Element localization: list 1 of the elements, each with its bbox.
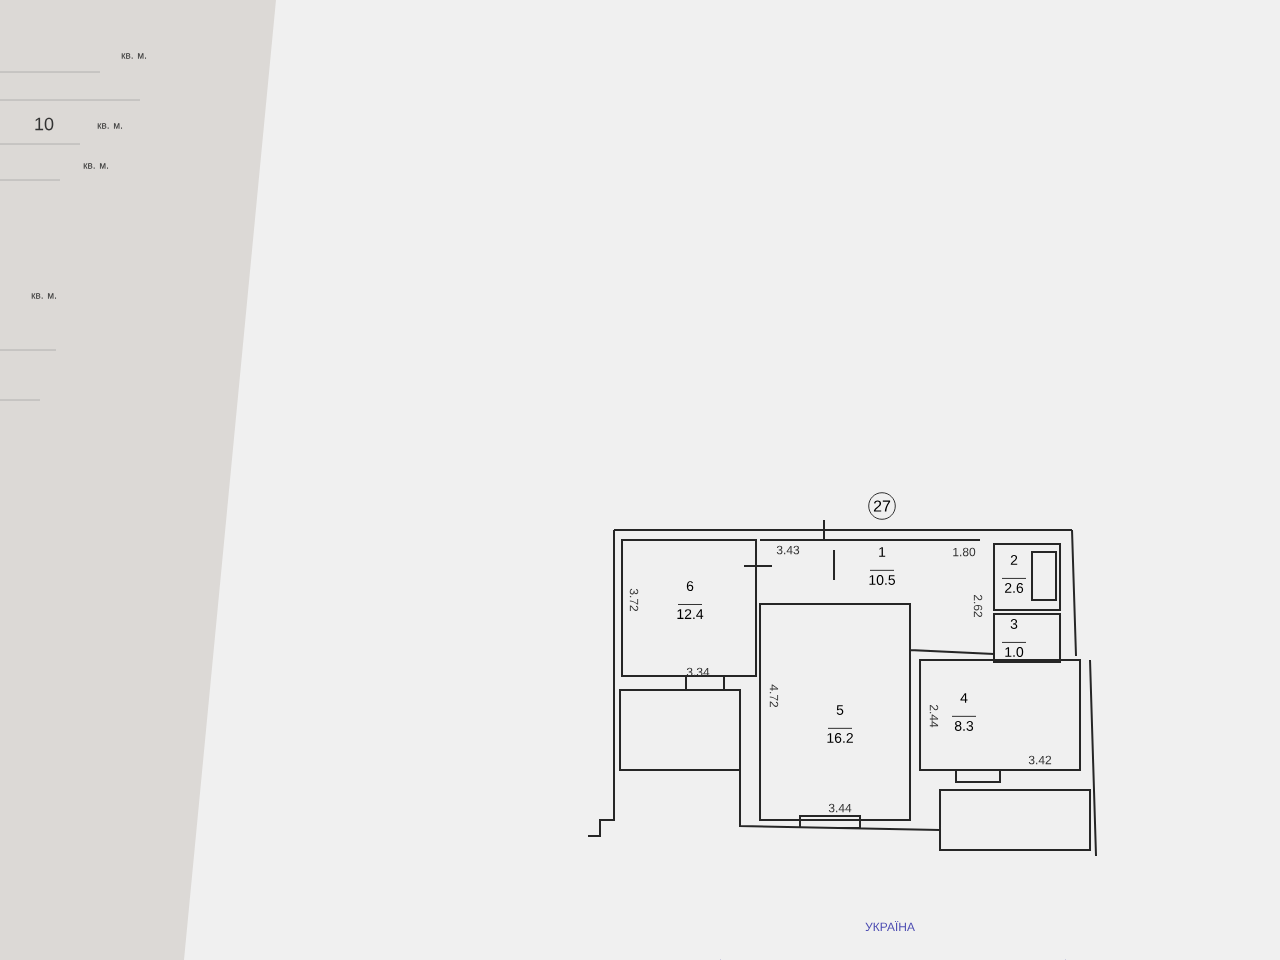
- form-text: 10: [35, 117, 54, 131]
